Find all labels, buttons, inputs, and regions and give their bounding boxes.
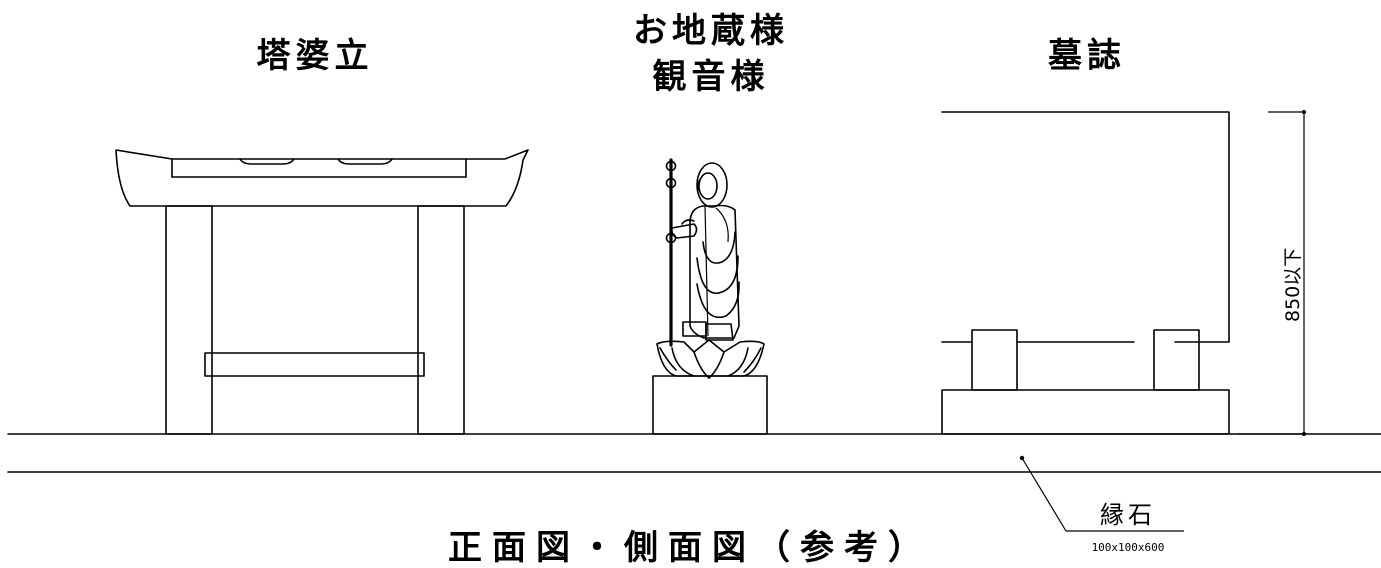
toba-stand [115, 149, 529, 435]
height-dimension-label: 850以下 [1282, 248, 1304, 322]
toba-crossbar [204, 352, 425, 377]
jizo-pedestal [652, 375, 768, 435]
height-dimension: 850以下 [1238, 110, 1306, 436]
boshi-support-right [1153, 329, 1200, 391]
boshi-base [941, 389, 1230, 435]
boshi-stone [941, 111, 1230, 435]
curb-stone-label: 縁石 [1100, 501, 1156, 529]
jizo-title-line2: 観音様 [653, 57, 770, 97]
toba-title: 塔婆立 [257, 36, 374, 76]
jizo-title-line1: お地蔵様 [633, 11, 789, 51]
toba-roof [115, 149, 529, 207]
boshi-slab [941, 111, 1230, 343]
boshi-support-left [971, 329, 1018, 391]
toba-post-right [417, 205, 465, 435]
boshi-title: 墓誌 [1047, 36, 1126, 76]
jizo-lotus [656, 339, 765, 377]
curb-stone-size: 100x100x600 [1092, 541, 1165, 554]
toba-post-left [165, 205, 213, 435]
curb-leader [1019, 455, 1184, 532]
drawing-caption: 正面図・側面図（参考） [448, 528, 932, 568]
jizo-statue [652, 158, 768, 435]
